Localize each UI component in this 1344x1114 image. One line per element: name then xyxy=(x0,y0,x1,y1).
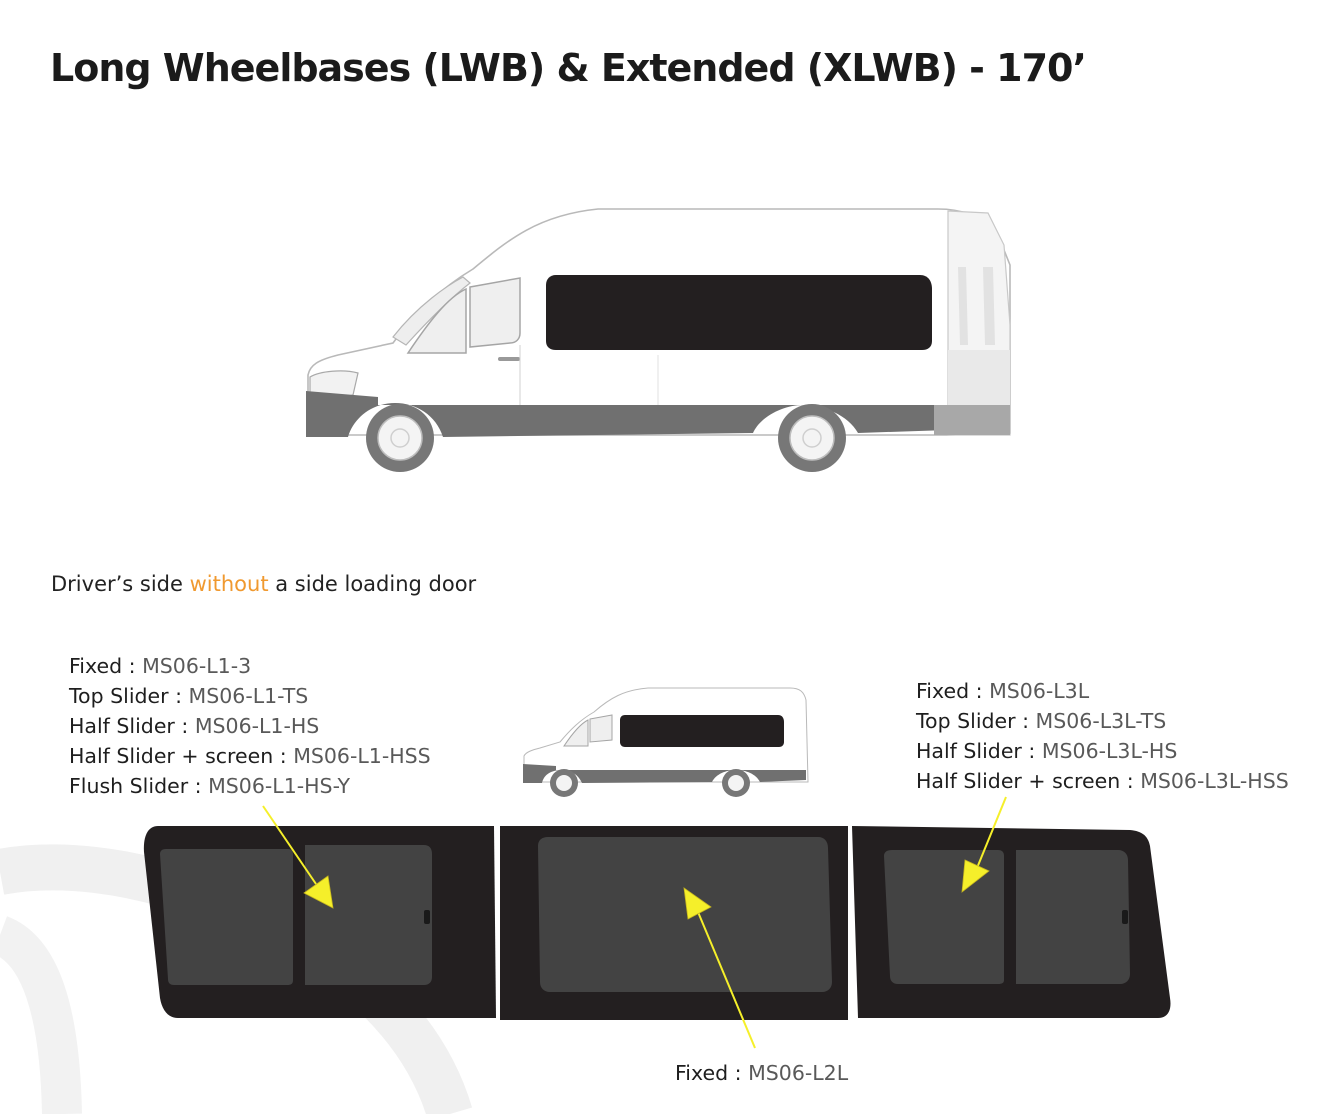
page-title: Long Wheelbases (LWB) & Extended (XLWB) … xyxy=(50,46,1087,90)
option-code: MS06-L1-TS xyxy=(188,684,309,708)
option-code: MS06-L1-HSS xyxy=(293,744,431,768)
subtitle-accent-word: without xyxy=(189,572,269,596)
section-subtitle: Driver’s side without a side loading doo… xyxy=(51,572,476,596)
option-code: MS06-L3L xyxy=(989,679,1090,703)
option-type: Half Slider xyxy=(69,714,175,738)
van-thumbnail-illustration xyxy=(523,687,809,797)
option-type: Half Slider + screen xyxy=(916,769,1121,793)
front-window-options: Fixed : MS06-L3L Top Slider : MS06-L3L-T… xyxy=(916,676,1289,796)
option-type: Half Slider xyxy=(916,739,1022,763)
option-type: Fixed xyxy=(69,654,123,678)
option-code: MS06-L1-HS xyxy=(194,714,320,738)
option-type: Fixed xyxy=(916,679,970,703)
option-code: MS06-L1-HS-Y xyxy=(208,774,351,798)
option-type: Top Slider xyxy=(916,709,1016,733)
option-type: Flush Slider xyxy=(69,774,189,798)
window-set-diagram xyxy=(143,826,1171,1020)
option-code: MS06-L3L-HS xyxy=(1041,739,1178,763)
option-line: Half Slider + screen : MS06-L3L-HSS xyxy=(916,766,1289,796)
option-code: MS06-L1-3 xyxy=(142,654,252,678)
option-line: Half Slider : MS06-L1-HS xyxy=(69,711,431,741)
option-separator: : xyxy=(728,1061,749,1085)
option-separator: : xyxy=(273,744,294,768)
option-line: Fixed : MS06-L1-3 xyxy=(69,651,431,681)
van-side-view-illustration xyxy=(306,208,1011,472)
option-separator: : xyxy=(168,684,189,708)
option-type: Fixed xyxy=(675,1061,729,1085)
option-line: Half Slider + screen : MS06-L1-HSS xyxy=(69,741,431,771)
middle-window-options: Fixed : MS06-L2L xyxy=(675,1058,848,1088)
option-type: Top Slider xyxy=(69,684,169,708)
option-line: Top Slider : MS06-L3L-TS xyxy=(916,706,1289,736)
option-code: MS06-L3L-TS xyxy=(1035,709,1167,733)
option-separator: : xyxy=(122,654,143,678)
option-line: Flush Slider : MS06-L1-HS-Y xyxy=(69,771,431,801)
rear-window xyxy=(143,826,496,1018)
middle-window xyxy=(500,826,848,1020)
subtitle-text-after: a side loading door xyxy=(268,572,477,596)
option-separator: : xyxy=(969,679,990,703)
option-line: Top Slider : MS06-L1-TS xyxy=(69,681,431,711)
option-line: Fixed : MS06-L2L xyxy=(675,1058,848,1088)
option-code: MS06-L2L xyxy=(748,1061,849,1085)
option-separator: : xyxy=(1015,709,1036,733)
option-separator: : xyxy=(1021,739,1042,763)
option-separator: : xyxy=(188,774,209,798)
front-window xyxy=(852,826,1171,1018)
option-code: MS06-L3L-HSS xyxy=(1140,769,1289,793)
subtitle-text-before: Driver’s side xyxy=(51,572,190,596)
rear-window-options: Fixed : MS06-L1-3 Top Slider : MS06-L1-T… xyxy=(69,651,431,801)
option-line: Half Slider : MS06-L3L-HS xyxy=(916,736,1289,766)
option-line: Fixed : MS06-L3L xyxy=(916,676,1289,706)
option-separator: : xyxy=(174,714,195,738)
option-type: Half Slider + screen xyxy=(69,744,274,768)
option-separator: : xyxy=(1120,769,1141,793)
